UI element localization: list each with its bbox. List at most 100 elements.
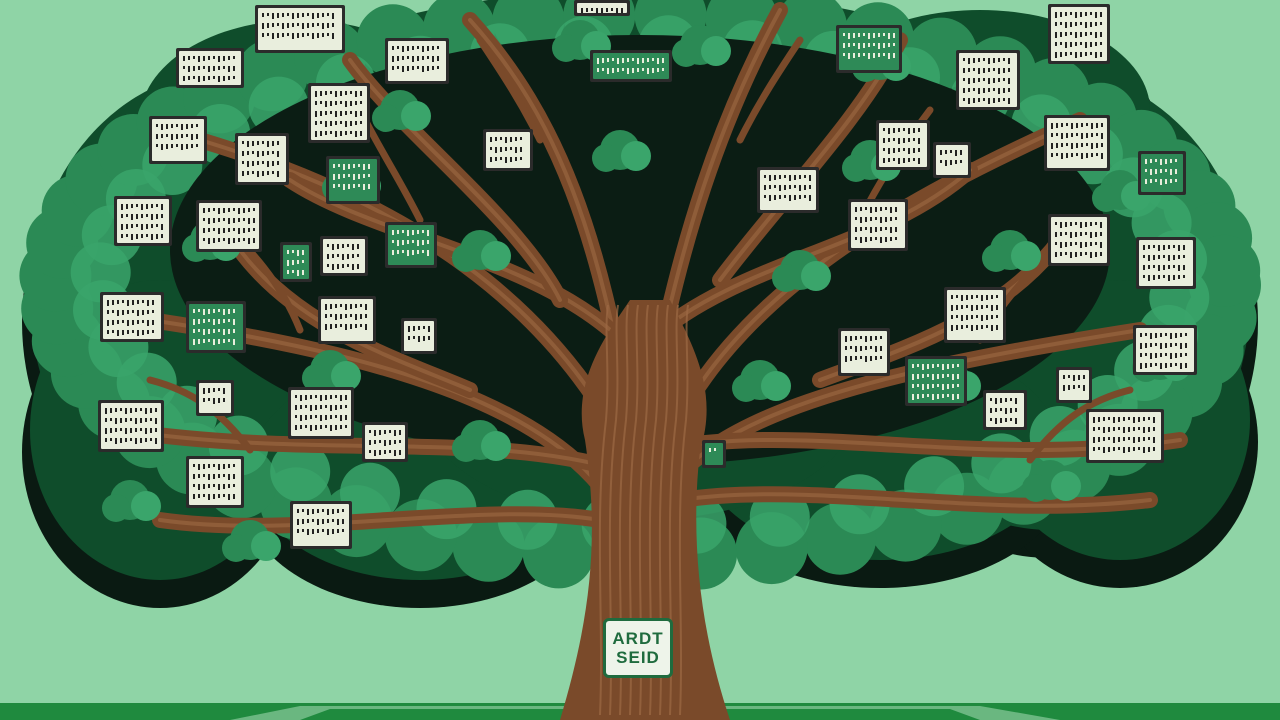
name-card-glyph bbox=[961, 295, 963, 301]
name-card-glyph bbox=[865, 217, 867, 222]
name-card-glyph bbox=[126, 214, 128, 217]
name-card-glyph bbox=[978, 98, 980, 102]
name-card-glyph bbox=[1003, 98, 1005, 101]
name-card-glyph bbox=[218, 474, 220, 478]
name-card-glyph bbox=[1160, 169, 1162, 173]
name-card-glyph bbox=[860, 346, 862, 351]
name-card-glyph bbox=[1163, 255, 1165, 258]
name-card bbox=[280, 242, 312, 282]
name-card-glyph bbox=[147, 300, 149, 306]
name-card-glyph bbox=[490, 137, 492, 142]
name-card-glyph bbox=[1100, 22, 1102, 25]
name-card-glyph bbox=[300, 425, 302, 429]
name-card-glyph bbox=[927, 394, 929, 397]
name-card-glyph bbox=[875, 356, 877, 360]
name-card-glyph bbox=[223, 474, 225, 477]
name-card-glyph bbox=[968, 58, 970, 64]
name-card-glyph bbox=[252, 171, 254, 174]
name-card-glyph bbox=[885, 217, 887, 222]
name-card-glyph bbox=[799, 185, 801, 191]
name-card-glyph bbox=[176, 134, 178, 139]
name-card-glyph bbox=[1060, 32, 1062, 37]
name-card-glyph bbox=[1093, 427, 1095, 431]
name-card-glyph bbox=[662, 58, 664, 63]
trunk-sign-line1: ARDT bbox=[612, 629, 664, 648]
name-card-glyph bbox=[427, 230, 429, 236]
name-card-glyph bbox=[855, 237, 857, 240]
name-card-glyph bbox=[150, 438, 152, 441]
name-card-glyph bbox=[888, 53, 890, 59]
name-card-glyph bbox=[333, 174, 335, 180]
name-card bbox=[905, 356, 967, 406]
name-card-glyph bbox=[137, 300, 139, 304]
name-card-glyph bbox=[257, 161, 259, 165]
name-card-glyph bbox=[151, 234, 153, 240]
name-card-glyph bbox=[947, 394, 949, 397]
name-card-glyph bbox=[918, 128, 920, 132]
name-card-glyph bbox=[1143, 275, 1145, 278]
name-card-glyph bbox=[1091, 143, 1093, 149]
name-card-glyph bbox=[208, 494, 210, 500]
name-card-glyph bbox=[233, 238, 235, 243]
name-card-glyph bbox=[1085, 232, 1087, 235]
name-card-glyph bbox=[774, 175, 776, 180]
name-card-glyph bbox=[1070, 232, 1072, 238]
name-card-glyph bbox=[397, 56, 399, 61]
name-card-glyph bbox=[1060, 12, 1062, 17]
name-card-glyph bbox=[893, 138, 895, 141]
name-card-glyph bbox=[218, 388, 220, 391]
name-card-glyph bbox=[295, 405, 297, 410]
twig bbox=[736, 36, 804, 144]
name-card-glyph bbox=[252, 141, 254, 146]
name-card-glyph bbox=[809, 175, 811, 181]
name-card-glyph bbox=[198, 309, 200, 312]
name-card-glyph bbox=[657, 58, 659, 64]
name-card-glyph bbox=[218, 319, 220, 324]
name-card-glyph bbox=[1175, 169, 1177, 174]
name-card-glyph bbox=[1155, 363, 1157, 366]
name-card-glyph bbox=[617, 58, 619, 64]
name-card-glyph bbox=[1096, 153, 1098, 156]
name-card-glyph bbox=[993, 98, 995, 103]
name-card-glyph bbox=[1056, 133, 1058, 136]
name-card-glyph bbox=[417, 66, 419, 69]
name-card-glyph bbox=[883, 33, 885, 36]
name-card-glyph bbox=[325, 425, 327, 428]
name-card-glyph bbox=[213, 494, 215, 499]
name-card-glyph bbox=[950, 160, 952, 165]
name-card-glyph bbox=[981, 305, 983, 309]
name-card-glyph bbox=[1123, 447, 1125, 453]
name-card-glyph bbox=[223, 76, 225, 81]
name-card-glyph bbox=[1175, 159, 1177, 162]
name-card-glyph bbox=[1070, 22, 1072, 27]
name-card-glyph bbox=[1133, 427, 1135, 431]
name-card-glyph bbox=[156, 144, 158, 147]
name-card-glyph bbox=[137, 310, 139, 316]
name-card-glyph bbox=[991, 325, 993, 331]
name-card-glyph bbox=[208, 484, 210, 488]
name-card-glyph bbox=[1163, 275, 1165, 278]
name-card-glyph bbox=[107, 310, 109, 314]
name-card-glyph bbox=[1075, 12, 1077, 18]
name-card-glyph bbox=[145, 408, 147, 414]
name-card-glyph bbox=[1101, 123, 1103, 127]
name-card-glyph bbox=[242, 171, 244, 176]
name-card-glyph bbox=[332, 244, 334, 250]
name-card-glyph bbox=[417, 250, 419, 254]
name-card-glyph bbox=[520, 137, 522, 140]
name-card-glyph bbox=[1015, 408, 1017, 412]
name-card-glyph bbox=[135, 418, 137, 424]
name-card-glyph bbox=[325, 415, 327, 420]
name-card-glyph bbox=[1056, 143, 1058, 148]
name-card-glyph bbox=[602, 58, 604, 63]
name-card-glyph bbox=[1075, 32, 1077, 38]
name-card-glyph bbox=[327, 244, 329, 247]
name-card-glyph bbox=[880, 346, 882, 351]
name-card-glyph bbox=[883, 138, 885, 143]
name-card bbox=[1044, 115, 1110, 171]
name-card-glyph bbox=[913, 138, 915, 141]
name-card-glyph bbox=[1065, 222, 1067, 227]
name-card-glyph bbox=[335, 324, 337, 328]
name-card-glyph bbox=[287, 270, 289, 274]
